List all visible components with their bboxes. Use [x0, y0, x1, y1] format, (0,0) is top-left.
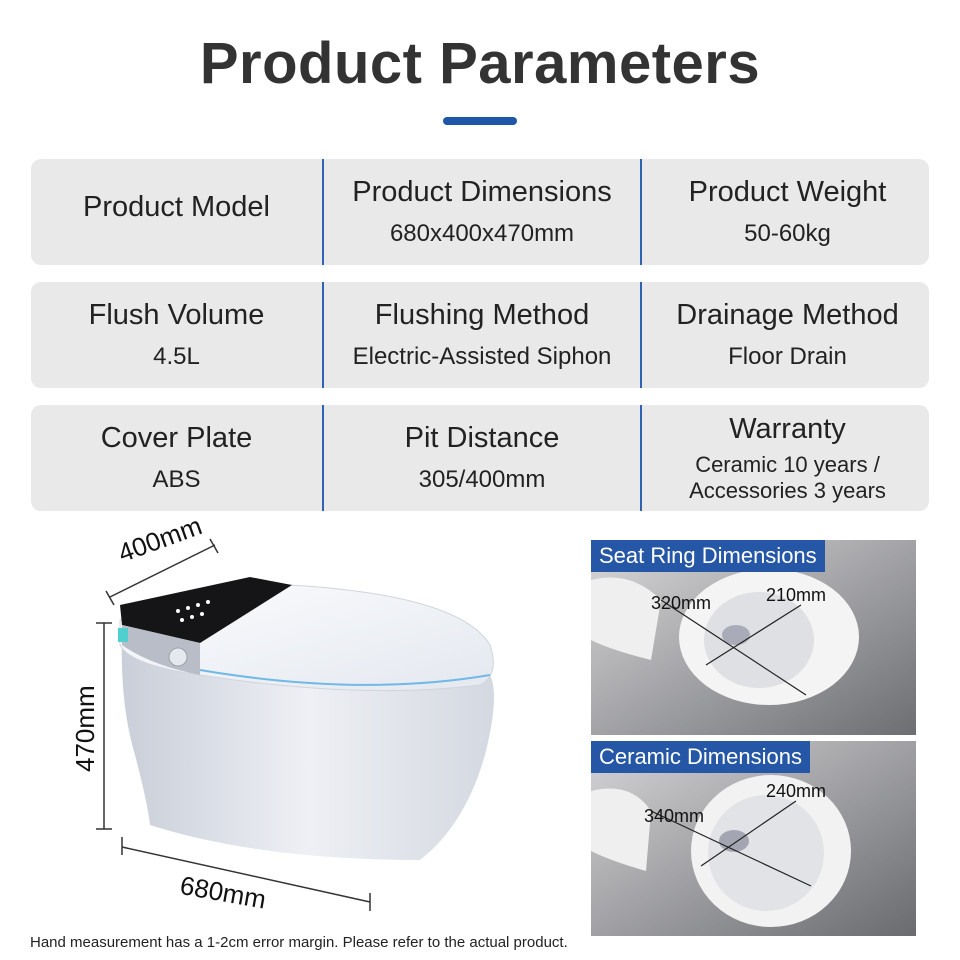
column-divider [640, 159, 642, 265]
toilet-diagram [96, 538, 494, 911]
param-label: Drainage Method [676, 299, 899, 331]
seat-ring-width: 210mm [766, 585, 827, 605]
param-cell-drainage-method: Drainage Method Floor Drain [642, 282, 933, 388]
column-divider [640, 282, 642, 388]
param-cell-product-model: Product Model [31, 159, 322, 265]
param-label: Pit Distance [404, 422, 560, 454]
params-row-3: Cover Plate ABS Pit Distance 305/400mm W… [31, 405, 929, 511]
param-cell-product-dimensions: Product Dimensions 680x400x470mm [324, 159, 640, 265]
param-label: Warranty [729, 413, 846, 445]
seat-ring-title: Seat Ring Dimensions [591, 540, 825, 572]
param-cell-flush-volume: Flush Volume 4.5L [31, 282, 322, 388]
seat-ring-length: 320mm [651, 593, 712, 613]
column-divider [322, 282, 324, 388]
param-cell-warranty: Warranty Ceramic 10 years / Accessories … [642, 405, 933, 511]
param-label: Cover Plate [100, 422, 253, 454]
param-cell-product-weight: Product Weight 50-60kg [642, 159, 933, 265]
param-value: ABS [152, 466, 201, 493]
param-label: Product Model [83, 191, 270, 223]
param-value: Floor Drain [728, 343, 847, 370]
param-label: Product Dimensions [352, 176, 612, 208]
control-panel [120, 577, 292, 643]
ceramic-length: 340mm [644, 806, 705, 826]
side-indicator-lights [118, 628, 128, 642]
param-value: Electric-Assisted Siphon [352, 343, 612, 370]
width-dimension-line [109, 544, 216, 598]
column-divider [322, 405, 324, 511]
param-label: Flushing Method [374, 299, 590, 331]
param-value-line-2: Accessories 3 years [689, 478, 886, 503]
ceramic-title: Ceramic Dimensions [591, 741, 810, 773]
title-underline [443, 117, 517, 125]
params-row-2: Flush Volume 4.5L Flushing Method Electr… [31, 282, 929, 388]
column-divider [640, 405, 642, 511]
ceramic-width: 240mm [766, 781, 827, 801]
param-value-line-1: Ceramic 10 years / [695, 452, 880, 477]
power-button-icon [168, 647, 188, 667]
page-title: Product Parameters [199, 31, 761, 96]
param-label: Product Weight [688, 176, 887, 208]
height-dimension-label: 470mm [70, 685, 100, 772]
toilet-body [121, 635, 494, 860]
param-label: Flush Volume [88, 299, 265, 331]
param-cell-pit-distance: Pit Distance 305/400mm [324, 405, 640, 511]
footer-note: Hand measurement has a 1-2cm error margi… [30, 934, 568, 951]
param-value: 680x400x470mm [389, 220, 575, 247]
length-dimension-line [121, 846, 371, 903]
params-row-1: Product Model Product Dimensions 680x400… [31, 159, 929, 265]
param-value: 4.5L [153, 343, 200, 370]
column-divider [322, 159, 324, 265]
panel-indicator-icons [176, 600, 210, 622]
seat-ring-photo: Seat Ring Dimensions 320mm 210mm [591, 540, 916, 735]
param-cell-flushing-method: Flushing Method Electric-Assisted Siphon [324, 282, 640, 388]
param-value: 50-60kg [744, 220, 831, 247]
param-cell-cover-plate: Cover Plate ABS [31, 405, 322, 511]
ceramic-photo: Ceramic Dimensions 340mm 240mm [591, 741, 916, 936]
ambient-light-strip [199, 669, 491, 686]
param-value: 305/400mm [418, 466, 546, 493]
